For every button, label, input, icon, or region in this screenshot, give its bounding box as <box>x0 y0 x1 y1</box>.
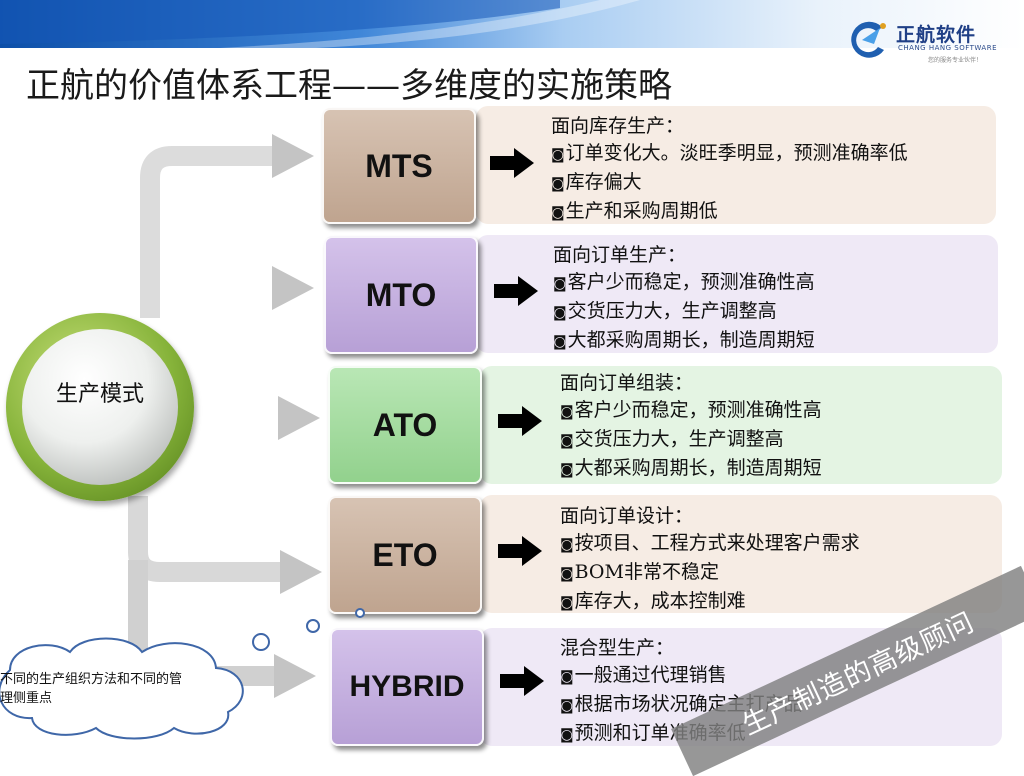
description-item: 一般通过代理销售 <box>560 662 803 691</box>
description-item: 按项目、工程方式来处理客户需求 <box>560 530 860 559</box>
hub-inner-circle: 生产模式 <box>22 329 178 485</box>
description-ato: 面向订单组装： 客户少而稳定，预测准确性高 交货压力大，生产调整高 大都采购周期… <box>560 370 822 484</box>
description-item: BOM非常不稳定 <box>560 559 860 588</box>
description-heading: 面向订单生产： <box>553 244 687 266</box>
description-item: 客户少而稳定，预测准确性高 <box>560 397 822 426</box>
mode-box-ato: ATO <box>328 366 482 484</box>
right-arrow-icon <box>494 276 538 306</box>
logo-english: CHANG HANG SOFTWARE <box>898 44 998 52</box>
description-item: 大都采购周期长，制造周期短 <box>553 327 815 356</box>
right-arrow-icon <box>500 666 544 696</box>
description-mto: 面向订单生产： 客户少而稳定，预测准确性高 交货压力大，生产调整高 大都采购周期… <box>553 242 815 356</box>
mode-box-mts: MTS <box>322 108 476 224</box>
description-item: 库存偏大 <box>551 169 908 198</box>
right-arrow-icon <box>498 406 542 436</box>
mode-box-mto: MTO <box>324 236 478 354</box>
description-item: 客户少而稳定，预测准确性高 <box>553 269 815 298</box>
page-title: 正航的价值体系工程——多维度的实施策略 <box>26 66 672 106</box>
header-banner <box>0 0 1024 52</box>
logo-name: 正航软件 <box>896 24 977 46</box>
connector-arrow-mts <box>272 134 314 178</box>
header-banner-graphic <box>0 0 1024 52</box>
connector-arrow-hybrid <box>274 654 316 698</box>
connector-arrow-mto <box>272 266 314 310</box>
thought-bubble-dot <box>252 633 270 651</box>
description-item: 交货压力大，生产调整高 <box>560 426 822 455</box>
description-item: 库存大，成本控制难 <box>560 588 860 617</box>
connector-arrow-eto <box>280 550 322 594</box>
company-logo: 正航软件 CHANG HANG SOFTWARE 您的服务专业伙伴！ <box>846 18 1016 66</box>
cloud-text: 不同的生产组织方法和不同的管理侧重点 <box>0 672 183 706</box>
description-item: 生产和采购周期低 <box>551 198 908 227</box>
logo-icon <box>851 21 886 58</box>
description-mts: 面向库存生产： 订单变化大。淡旺季明显，预测准确率低 库存偏大 生产和采购周期低 <box>551 113 908 227</box>
description-heading: 混合型生产： <box>560 637 675 659</box>
right-arrow-icon <box>490 148 534 178</box>
production-mode-hub: 生产模式 <box>6 313 194 501</box>
description-heading: 面向订单设计： <box>560 505 694 527</box>
mode-box-eto: ETO <box>328 496 482 614</box>
mode-box-hybrid: HYBRID <box>330 628 484 746</box>
right-arrow-icon <box>498 536 542 566</box>
description-heading: 面向库存生产： <box>551 115 685 137</box>
description-heading: 面向订单组装： <box>560 372 694 394</box>
thought-bubble-dot <box>306 619 320 633</box>
logo-slogan: 您的服务专业伙伴！ <box>928 57 983 64</box>
connector-arrow-ato <box>278 396 320 440</box>
hub-label: 生产模式 <box>55 382 144 407</box>
thought-cloud <box>0 637 244 740</box>
description-item: 交货压力大，生产调整高 <box>553 298 815 327</box>
description-eto: 面向订单设计： 按项目、工程方式来处理客户需求 BOM非常不稳定 库存大，成本控… <box>560 503 860 617</box>
description-item: 大都采购周期长，制造周期短 <box>560 455 822 484</box>
description-item: 订单变化大。淡旺季明显，预测准确率低 <box>551 140 908 169</box>
thought-bubble-dot <box>355 608 365 618</box>
